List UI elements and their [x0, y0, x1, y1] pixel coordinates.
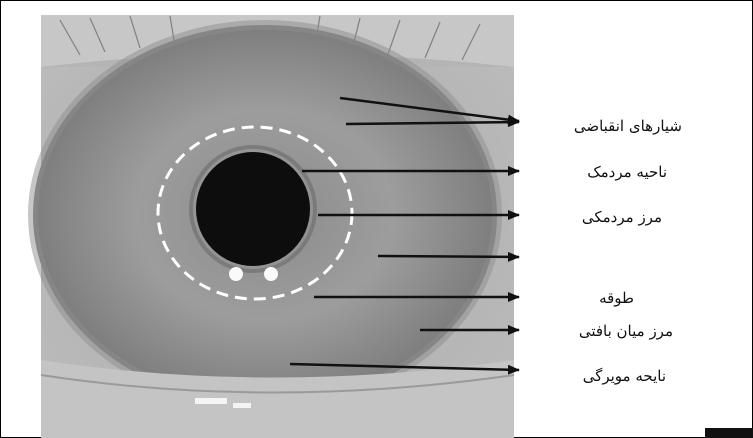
corner-bar: [705, 428, 753, 438]
label-contraction-furrows: شیارهای انقباضی: [574, 117, 682, 135]
eye-photo: [33, 15, 514, 438]
arrow-unlabeled: [378, 256, 519, 257]
label-collarette: طوقه: [599, 289, 634, 307]
label-ciliary-zone: نایحه مویرگی: [583, 367, 666, 385]
label-pupillary-border: مرز مردمکی: [582, 208, 662, 226]
label-pupillary-zone: ناحیه مردمک: [587, 163, 667, 181]
label-tissue-border: مرز میان بافتی: [579, 322, 673, 340]
labels: شیارهای انقباضی ناحیه مردمک مرز مردمکی ط…: [574, 117, 682, 385]
